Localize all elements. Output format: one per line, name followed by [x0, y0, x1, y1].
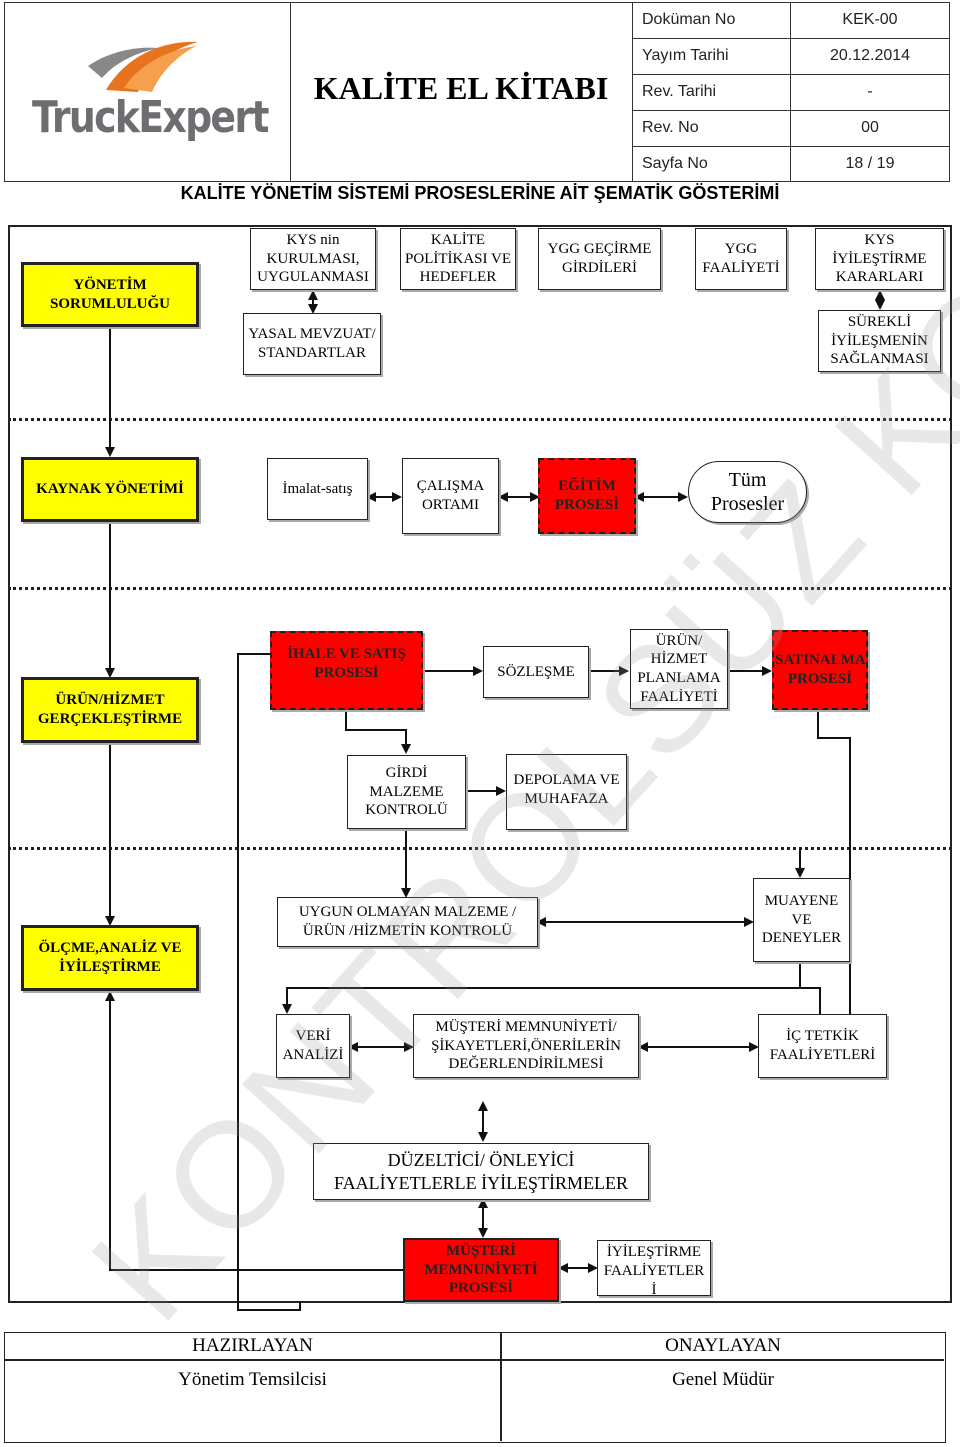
prepared-by-heading: HAZIRLAYAN [192, 1335, 313, 1356]
uygun-olmayan-box: UYGUN OLMAYAN MALZEME /ÜRÜN /HİZMETİN KO… [277, 897, 538, 947]
tum-prosesler-box: Tüm Prosesler [688, 461, 807, 523]
rev-date-label: Rev. Tarihi [642, 83, 717, 100]
section-title: KALİTE YÖNETİM SİSTEMİ PROSESLERİNE AİT … [180, 183, 780, 203]
publish-date-label: Yayım Tarihi [642, 47, 729, 64]
logo-text: TruckExpert [32, 92, 269, 143]
doc-no-value: KEK-00 [842, 11, 898, 28]
veri-analizi-box: VERİ ANALİZİ [276, 1014, 350, 1078]
lane-kaynak-yonetimi: KAYNAK YÖNETİMİ [21, 457, 199, 522]
rev-date-value: - [867, 83, 873, 100]
satinalma-prosesi-box: SATINALMA PROSESİ [772, 630, 868, 710]
lane-separator [8, 587, 952, 590]
kys-kurulmasi-box: KYS nin KURULMASI, UYGULANMASI [250, 228, 376, 290]
publish-date-value: 20.12.2014 [829, 47, 911, 64]
page-no-label: Sayfa No [642, 155, 708, 172]
lane-yonetim-sorumlulugu: YÖNETİM SORUMLULUĞU [21, 262, 199, 327]
musteri-memnuniyeti-degerlendirme-box: MÜŞTERİ MEMNUNİYETİ/ ŞİKAYETLERİ,ÖNERİLE… [413, 1014, 639, 1078]
approved-by-value: Genel Müdür [672, 1369, 774, 1390]
lane-urun-hizmet-gerceklestirme: ÜRÜN/HİZMET GERÇEKLEŞTİRME [21, 677, 199, 743]
logo-swoosh-icon [88, 41, 198, 92]
doc-no-label: Doküman No [642, 11, 736, 28]
surekli-iyilesme-box: SÜREKLİ İYİLEŞMENİN SAĞLANMASI [818, 310, 941, 372]
calisma-ortami-box: ÇALIŞMA ORTAMI [402, 458, 499, 534]
muayene-deneyler-box: MUAYENE VE DENEYLER [753, 878, 850, 962]
kalite-politikasi-box: KALİTE POLİTİKASI VE HEDEFLER [400, 228, 516, 290]
rev-no-value: 00 [861, 119, 879, 136]
ygg-girdileri-box: YGG GEÇİRME GİRDİLERİ [538, 228, 661, 290]
depolama-muhafaza-box: DEPOLAMA VE MUHAFAZA [506, 754, 627, 830]
prepared-by-value: Yönetim Temsilcisi [178, 1369, 327, 1390]
sozlesme-box: SÖZLEŞME [483, 646, 589, 698]
approved-by-heading: ONAYLAYAN [665, 1335, 781, 1356]
company-logo: TruckExpert [28, 30, 269, 160]
kys-iyilestirme-box: KYS İYİLEŞTİRME KARARLARI [815, 228, 944, 290]
ic-tetkik-box: İÇ TETKİK FAALİYETLERİ [758, 1014, 887, 1078]
lane-olcme-analiz-iyilestirme: ÖLÇME,ANALİZ VE İYİLEŞTİRME [21, 925, 199, 991]
header-title-divider [290, 2, 291, 182]
rev-no-label: Rev. No [642, 119, 699, 136]
girdi-malzeme-kontrolu-box: GİRDİ MALZEME KONTROLÜ [347, 755, 466, 829]
musteri-memnuniyeti-prosesi-box: MÜŞTERİ MEMNUNİYETİ PROSESİ [403, 1238, 559, 1302]
doc-info-table: Doküman No KEK-00 Yayım Tarihi 20.12.201… [632, 2, 950, 182]
ygg-faaliyeti-box: YGG FAALİYETİ [695, 228, 787, 290]
diagram-frame [8, 225, 952, 1303]
yasal-mevzuat-box: YASAL MEVZUAT/ STANDARTLAR [243, 313, 381, 375]
imalat-satis-box: İmalat-satış [267, 458, 368, 520]
header-meta-divider [632, 2, 633, 182]
ihale-satis-prosesi-box: İHALE VE SATIŞ PROSESİ [270, 631, 423, 710]
lane-separator [8, 847, 952, 850]
egitim-prosesi-box: EĞİTİM PROSESİ [538, 458, 636, 534]
lane-separator [8, 418, 952, 421]
urun-hizmet-planlama-box: ÜRÜN/ HİZMET PLANLAMA FAALİYETİ [630, 629, 728, 709]
iyilestirme-faaliyetler-box: İYİLEŞTİRME FAALİYETLER İ [597, 1240, 711, 1296]
document-header [4, 2, 950, 182]
duzeltici-onleyici-box: DÜZELTİCİ/ ÖNLEYİCİ FAALİYETLERLE İYİLEŞ… [313, 1143, 649, 1200]
page-title: KALİTE EL KİTABI [313, 70, 609, 106]
page-no-value: 18 / 19 [845, 155, 895, 172]
footer-table: HAZIRLAYAN Yönetim Temsilcisi ONAYLAYAN … [4, 1332, 946, 1443]
